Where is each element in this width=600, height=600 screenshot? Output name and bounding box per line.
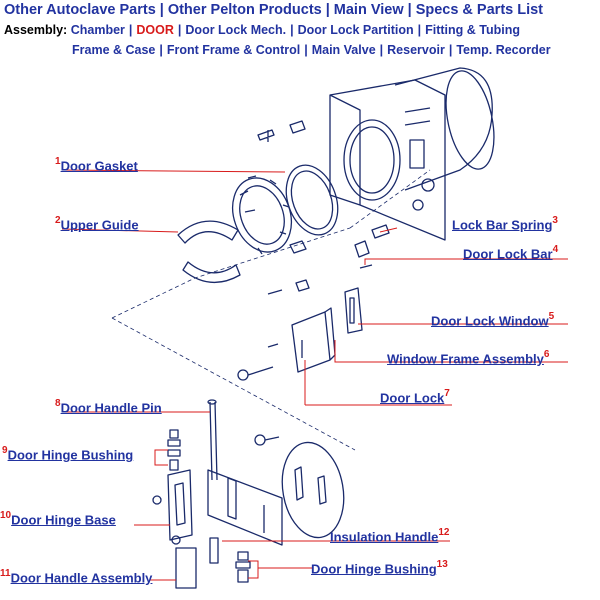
part-number: 4 (552, 244, 559, 255)
door-gasket-shape (285, 164, 339, 236)
top-nav: Other Autoclave Parts|Other Pelton Produ… (4, 2, 543, 18)
nav-specs-parts-list[interactable]: Specs & Parts List (415, 2, 544, 18)
part-number: 1 (55, 156, 61, 167)
door-handle-assembly-shape (175, 547, 197, 589)
assembly-separator: | (379, 43, 384, 57)
assembly-frame-case[interactable]: Frame & Case (72, 43, 156, 57)
part-name[interactable]: Door Hinge Bushing (7, 447, 134, 463)
part-number: 11 (0, 568, 11, 579)
part-number: 12 (438, 527, 450, 538)
part-number: 13 (436, 559, 448, 570)
door-plate-shape (207, 469, 283, 546)
part-label-door-gasket[interactable]: 1Door Gasket (55, 156, 138, 174)
part-name[interactable]: Door Handle Pin (60, 400, 162, 416)
part-name[interactable]: Insulation Handle (330, 529, 439, 545)
assembly-separator: | (417, 23, 422, 37)
part-label-door-lock-window[interactable]: Door Lock Window5 (431, 311, 555, 329)
guide-ring-shape (232, 177, 292, 253)
part-number: 10 (0, 510, 12, 521)
part-name[interactable]: Door Hinge Bushing (311, 561, 437, 577)
part-name[interactable]: Door Gasket (60, 158, 138, 174)
assembly-separator: | (304, 43, 308, 57)
part-label-door-hinge-bushing-9[interactable]: 9Door Hinge Bushing (2, 445, 134, 463)
assembly-separator: | (290, 23, 294, 37)
assembly-separator: | (177, 23, 182, 37)
door-hinge-base-shape (167, 469, 193, 541)
nav-separator: | (325, 2, 330, 18)
assembly-label: Assembly: (4, 23, 68, 37)
part-label-window-frame-assembly[interactable]: Window Frame Assembly6 (387, 349, 550, 367)
assembly-door-lock-partition[interactable]: Door Lock Partition (297, 23, 414, 37)
part-label-insulation-handle[interactable]: Insulation Handle12 (330, 527, 450, 545)
part-number: 6 (543, 349, 550, 360)
assembly-nav-row2: Frame & Case|Front Frame & Control|Main … (72, 43, 551, 57)
assembly-temp-recorder[interactable]: Temp. Recorder (456, 43, 551, 57)
assembly-separator: | (159, 43, 163, 57)
assembly-fitting-tubing[interactable]: Fitting & Tubing (425, 23, 520, 37)
part-label-door-lock[interactable]: Door Lock7 (380, 388, 450, 406)
part-number: 9 (2, 445, 8, 456)
lower-guide-shape (182, 261, 241, 284)
nav-other-autoclave-parts[interactable]: Other Autoclave Parts (4, 2, 156, 18)
chamber-cylinder (394, 67, 493, 191)
part-number: 5 (548, 311, 555, 322)
part-name[interactable]: Door Lock (380, 390, 445, 406)
door-disc-shape (281, 441, 345, 539)
assembly-main-valve[interactable]: Main Valve (311, 43, 376, 57)
part-label-door-hinge-base[interactable]: 10Door Hinge Base (0, 510, 116, 528)
upper-guide-shape (177, 220, 239, 244)
assembly-separator: | (448, 43, 453, 57)
part-number: 7 (444, 388, 450, 399)
assembly-front-frame-control[interactable]: Front Frame & Control (166, 43, 301, 57)
nav-separator: | (159, 2, 164, 18)
assembly-nav: Assembly: Chamber|DOOR|Door Lock Mech.|D… (4, 23, 520, 37)
door-handle-pin-shape (209, 401, 218, 481)
part-name[interactable]: Window Frame Assembly (387, 351, 544, 367)
part-name[interactable]: Door Hinge Base (11, 512, 116, 528)
assembly-separator: | (128, 23, 133, 37)
part-label-lock-bar-spring[interactable]: Lock Bar Spring3 (452, 215, 558, 233)
window-frame-shape (344, 287, 363, 334)
part-number: 8 (55, 398, 61, 409)
part-label-door-hinge-bushing-13[interactable]: Door Hinge Bushing13 (311, 559, 448, 577)
door-lock-shape (291, 311, 331, 373)
nav-main-view[interactable]: Main View (333, 2, 404, 18)
nav-other-pelton-products[interactable]: Other Pelton Products (167, 2, 322, 18)
part-name[interactable]: Door Lock Window (431, 313, 549, 329)
part-number: 2 (55, 215, 61, 226)
assembly-door-lock-mech[interactable]: Door Lock Mech. (185, 23, 287, 37)
part-name[interactable]: Upper Guide (60, 217, 139, 233)
assembly-reservoir[interactable]: Reservoir (387, 43, 445, 57)
part-number: 3 (552, 215, 558, 226)
part-label-door-handle-pin[interactable]: 8Door Handle Pin (55, 398, 162, 416)
assembly-door-current[interactable]: DOOR (136, 23, 174, 37)
nav-separator: | (407, 2, 412, 18)
chamber-cylinder-end (445, 70, 495, 170)
part-name[interactable]: Door Handle Assembly (10, 570, 153, 586)
part-name[interactable]: Door Lock Bar (463, 246, 553, 262)
part-label-upper-guide[interactable]: 2Upper Guide (55, 215, 139, 233)
part-label-door-lock-bar[interactable]: Door Lock Bar4 (463, 244, 559, 262)
part-label-door-handle-assembly[interactable]: 11Door Handle Assembly (0, 568, 153, 586)
assembly-chamber[interactable]: Chamber (70, 23, 125, 37)
hinge-bushing-stack (167, 429, 181, 471)
part-name[interactable]: Lock Bar Spring (452, 217, 553, 233)
frame-opening (343, 119, 401, 201)
